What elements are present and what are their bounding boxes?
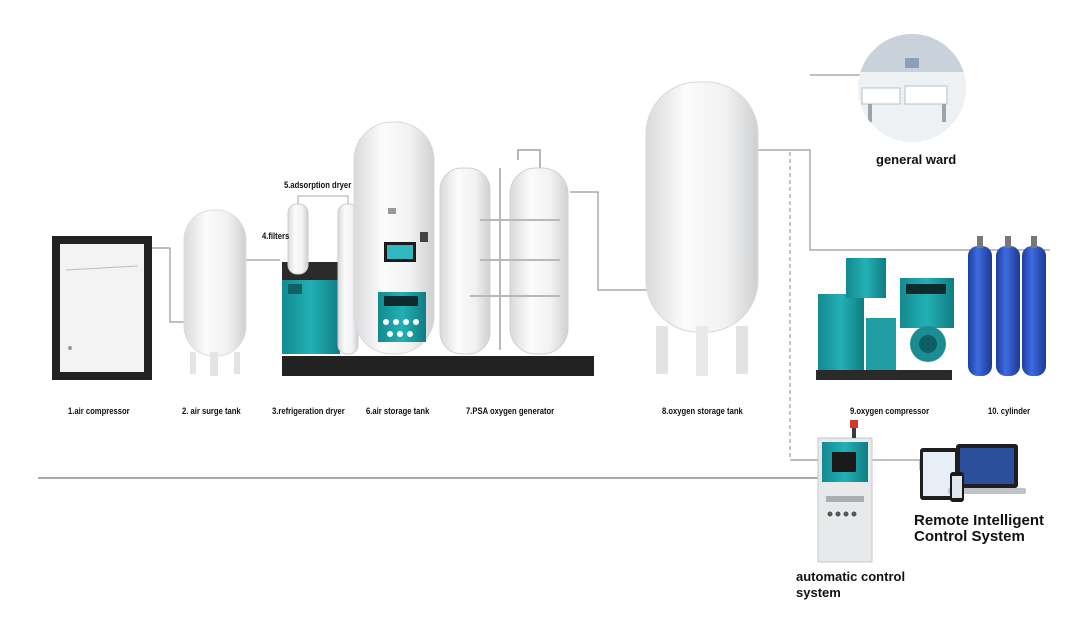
automatic-control-cabinet [817, 420, 873, 563]
air-storage-tank [353, 121, 435, 355]
remote-devices [920, 444, 1026, 502]
label-filters: 4.filters [262, 231, 290, 241]
label-cylinder: 10. cylinder [988, 406, 1031, 416]
air-compressor-cabinet [52, 236, 152, 380]
oxygen-compressor [816, 258, 954, 380]
label-adsorption-dryer: 5.adsorption dryer [284, 180, 352, 190]
label-oxygen-storage-tank: 8.oxygen storage tank [662, 406, 743, 416]
general-ward-photo [858, 34, 966, 142]
adsorption-dryer-towers [287, 195, 359, 355]
label-air-storage-tank: 6.air storage tank [366, 406, 430, 416]
label-auto-control-line1: automatic control [796, 569, 906, 584]
label-remote-control-line2: Control System [914, 528, 1025, 545]
label-refrigeration-dryer: 3.refrigeration dryer [272, 406, 345, 416]
label-remote-control-line1: Remote Intelligent [914, 512, 1045, 529]
refrigeration-dryer [282, 262, 340, 354]
oxygen-storage-tank [645, 81, 759, 376]
air-surge-tank [183, 209, 247, 376]
label-psa-oxygen-generator: 7.PSA oxygen generator [466, 406, 555, 416]
label-air-surge-tank: 2. air surge tank [182, 406, 241, 416]
psa-oxygen-generator [420, 149, 569, 355]
label-general-ward: general ward [876, 152, 957, 167]
equipment-skid-base [282, 356, 594, 376]
label-air-compressor: 1.air compressor [68, 406, 130, 416]
label-oxygen-compressor: 9.oxygen compressor [850, 406, 930, 416]
label-auto-control-line2: system [796, 585, 841, 600]
oxygen-cylinders [968, 236, 1046, 376]
